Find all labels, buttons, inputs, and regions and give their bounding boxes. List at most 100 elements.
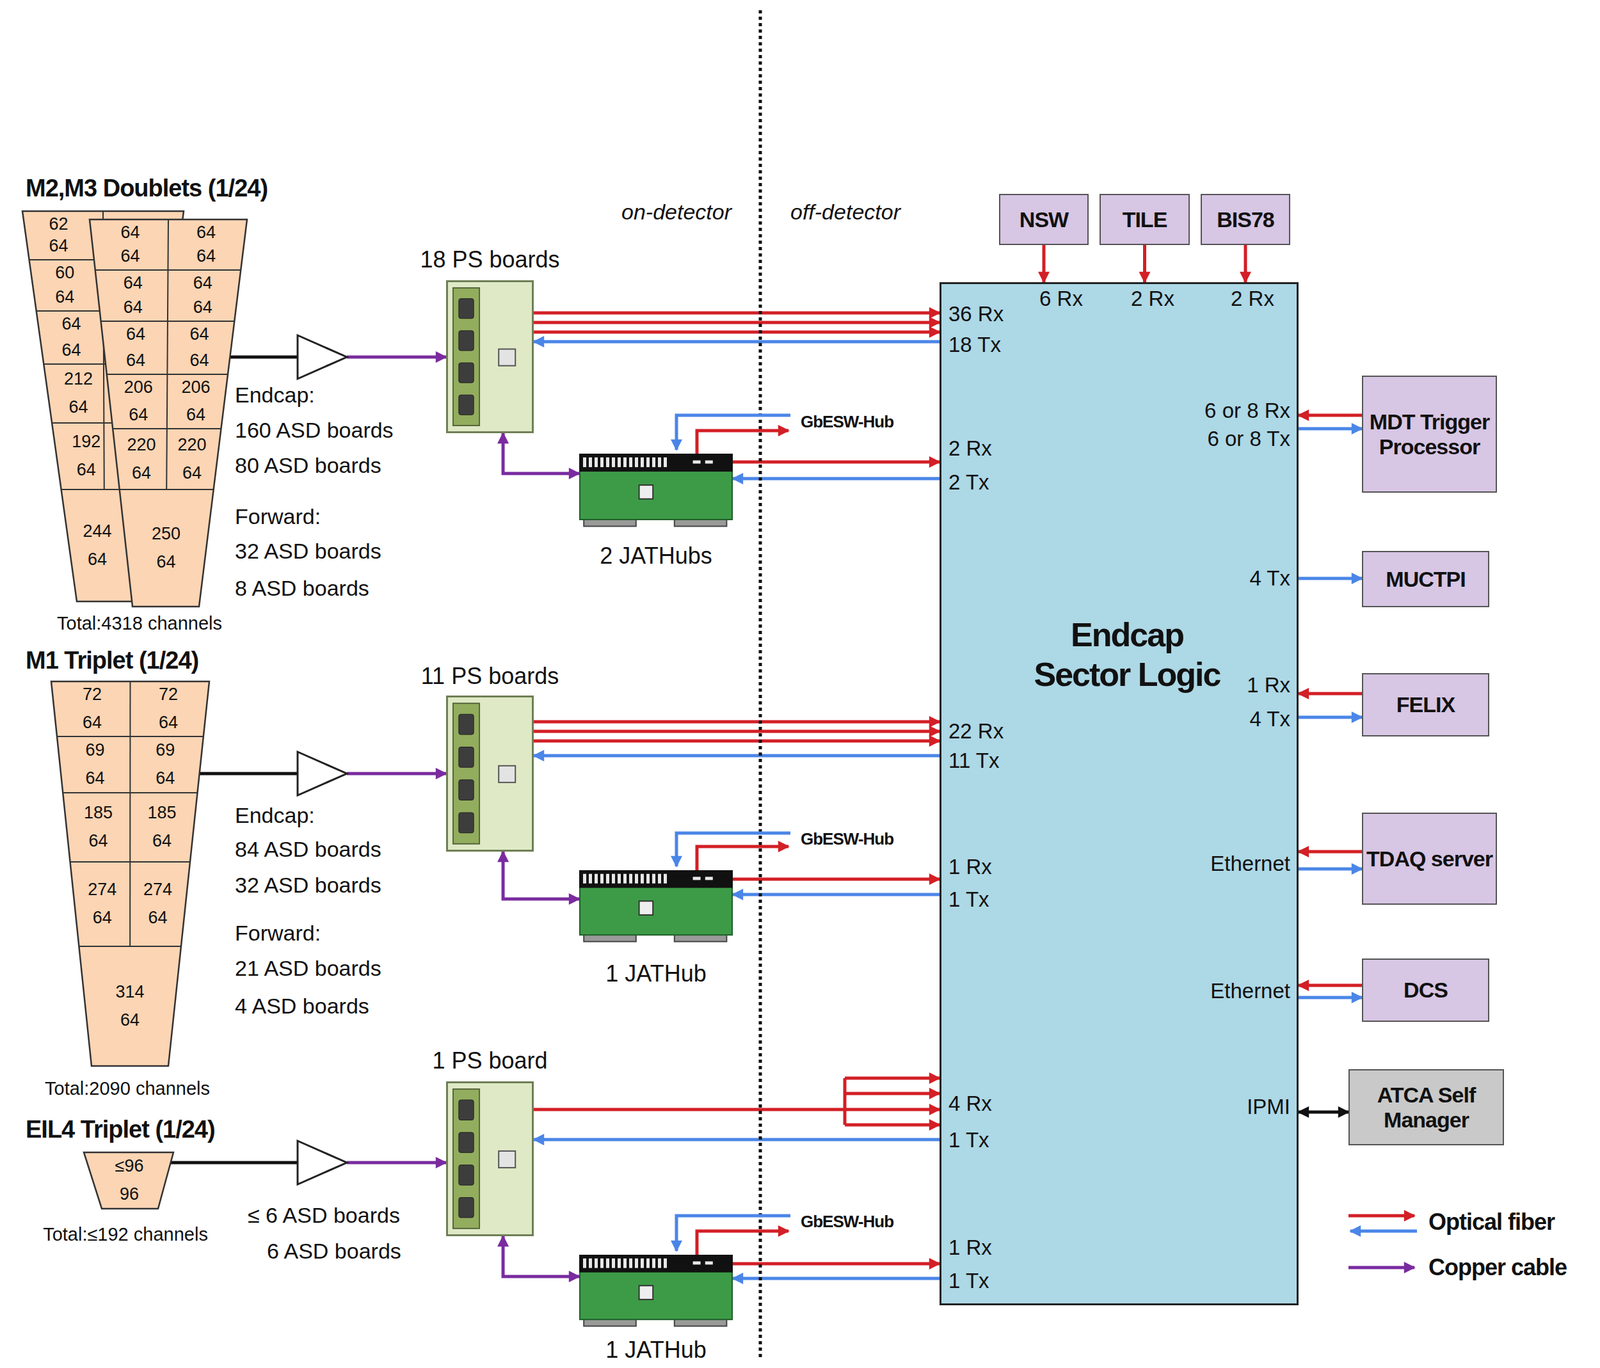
cell-border — [166, 374, 169, 429]
gbesw-leader — [676, 415, 791, 450]
connector-pin — [652, 457, 656, 468]
chamber-cell: 6964 — [62, 737, 128, 792]
connector — [1298, 717, 1362, 719]
board-heading: 1 JATHub — [605, 1336, 706, 1364]
asd-count: ≤ 6 ASD boards — [247, 1203, 400, 1229]
channel-count: 64 — [61, 341, 81, 361]
chamber-cell: 6464 — [170, 220, 242, 269]
port-count: 1 Tx — [948, 1128, 990, 1153]
channel-count: 64 — [87, 550, 107, 570]
connector — [732, 462, 940, 463]
connector-line — [1143, 245, 1147, 283]
connector — [1298, 985, 1362, 987]
connector-pin — [663, 1258, 667, 1269]
connector-line — [503, 433, 580, 474]
connector — [1298, 997, 1362, 999]
chamber-cell: 22064 — [169, 430, 216, 489]
asd-count: 4 ASD boards — [234, 993, 370, 1019]
connector-pin — [623, 874, 627, 884]
connector-pin — [646, 457, 650, 468]
chamber-cell: 7264 — [132, 682, 204, 736]
connector-line — [1298, 577, 1362, 581]
channel-count: 64 — [123, 298, 143, 318]
port-count: 1 Rx — [948, 855, 992, 880]
connector-line — [732, 1262, 940, 1266]
board-chip — [458, 714, 474, 735]
channel-count: 212 — [64, 369, 93, 390]
legend-sample — [1348, 1266, 1415, 1270]
channel-count: 96 — [119, 1185, 139, 1205]
board-chip — [458, 1198, 474, 1218]
connector-line — [1298, 427, 1362, 431]
board-body — [579, 470, 733, 520]
channel-count: 60 — [55, 263, 75, 283]
cell-border — [166, 321, 169, 375]
connector — [533, 322, 940, 324]
channel-count: 250 — [151, 524, 181, 544]
asd-count: Endcap: — [234, 382, 315, 408]
channel-count: 185 — [147, 803, 176, 824]
jathub-board-art — [579, 1255, 733, 1329]
port-count: 2 Rx — [1130, 286, 1175, 312]
port-count: 11 Tx — [948, 748, 1000, 774]
chamber-cell: 18564 — [69, 794, 128, 861]
channel-count: 64 — [120, 247, 141, 267]
gbesw-leader — [676, 1216, 791, 1252]
gbesw-leader — [676, 833, 791, 867]
channel-count: 64 — [152, 832, 172, 852]
channel-count: 64 — [92, 908, 112, 928]
box-label: FELIX — [1396, 692, 1455, 717]
connector — [533, 332, 940, 333]
connector-line — [1298, 692, 1362, 696]
connector — [1144, 245, 1145, 283]
box-label: BIS78 — [1216, 207, 1275, 232]
connector-pin — [634, 1258, 639, 1269]
amplifier-symbol — [297, 1141, 347, 1185]
chamber-cell: 19264 — [58, 424, 114, 489]
connector-pin — [588, 457, 592, 468]
channel-count: 64 — [88, 832, 109, 852]
connector-pin — [611, 1258, 616, 1269]
port-count: 4 Rx — [948, 1091, 992, 1117]
connector — [1298, 693, 1362, 695]
connector-pin — [606, 457, 610, 468]
asd-count: 160 ASD boards — [234, 417, 394, 443]
system-box: TDAQ server — [1361, 812, 1497, 905]
board-chip — [458, 1165, 474, 1186]
connector — [732, 894, 940, 896]
connector — [732, 1278, 940, 1280]
board-chip — [498, 1151, 516, 1168]
gbesw-leader — [696, 430, 789, 454]
region-label: on-detector — [621, 199, 732, 225]
connector-line — [533, 311, 940, 315]
chamber-cell: 6064 — [34, 261, 95, 310]
jathub-board: 1 JATHub — [579, 870, 733, 944]
board-outline — [447, 281, 534, 433]
connector-line — [346, 355, 447, 360]
sector-title: M2,M3 Doublets (1/24) — [25, 174, 268, 203]
channel-count: 64 — [126, 325, 146, 345]
connector-line — [1298, 716, 1362, 720]
switch-label: GbESW-Hub — [800, 1212, 894, 1232]
connector-pin — [606, 1258, 610, 1269]
ps-board: 1 PS board — [446, 1081, 534, 1237]
port-count: 4 Tx — [1249, 707, 1291, 732]
channel-count: 64 — [186, 405, 206, 425]
box-label: MUCTPI — [1385, 567, 1465, 592]
connector-pin — [617, 874, 621, 884]
chamber-cell: 6464 — [170, 322, 229, 374]
board-heading: 2 JATHubs — [599, 542, 712, 569]
port-count: 1 Rx — [1246, 673, 1291, 698]
channel-count: 64 — [68, 398, 88, 418]
asd-count: Forward: — [234, 504, 321, 530]
connector-line — [844, 1123, 940, 1128]
cell-border — [129, 681, 131, 737]
chamber-cell: 31464 — [88, 947, 172, 1065]
asd-count: Forward: — [234, 920, 321, 946]
connector-line — [503, 1236, 580, 1277]
connector-pin — [629, 1258, 633, 1269]
channel-count: 64 — [120, 1011, 140, 1031]
box-label: NSW — [1019, 207, 1069, 232]
cell-border — [165, 428, 168, 490]
connector — [533, 721, 940, 723]
